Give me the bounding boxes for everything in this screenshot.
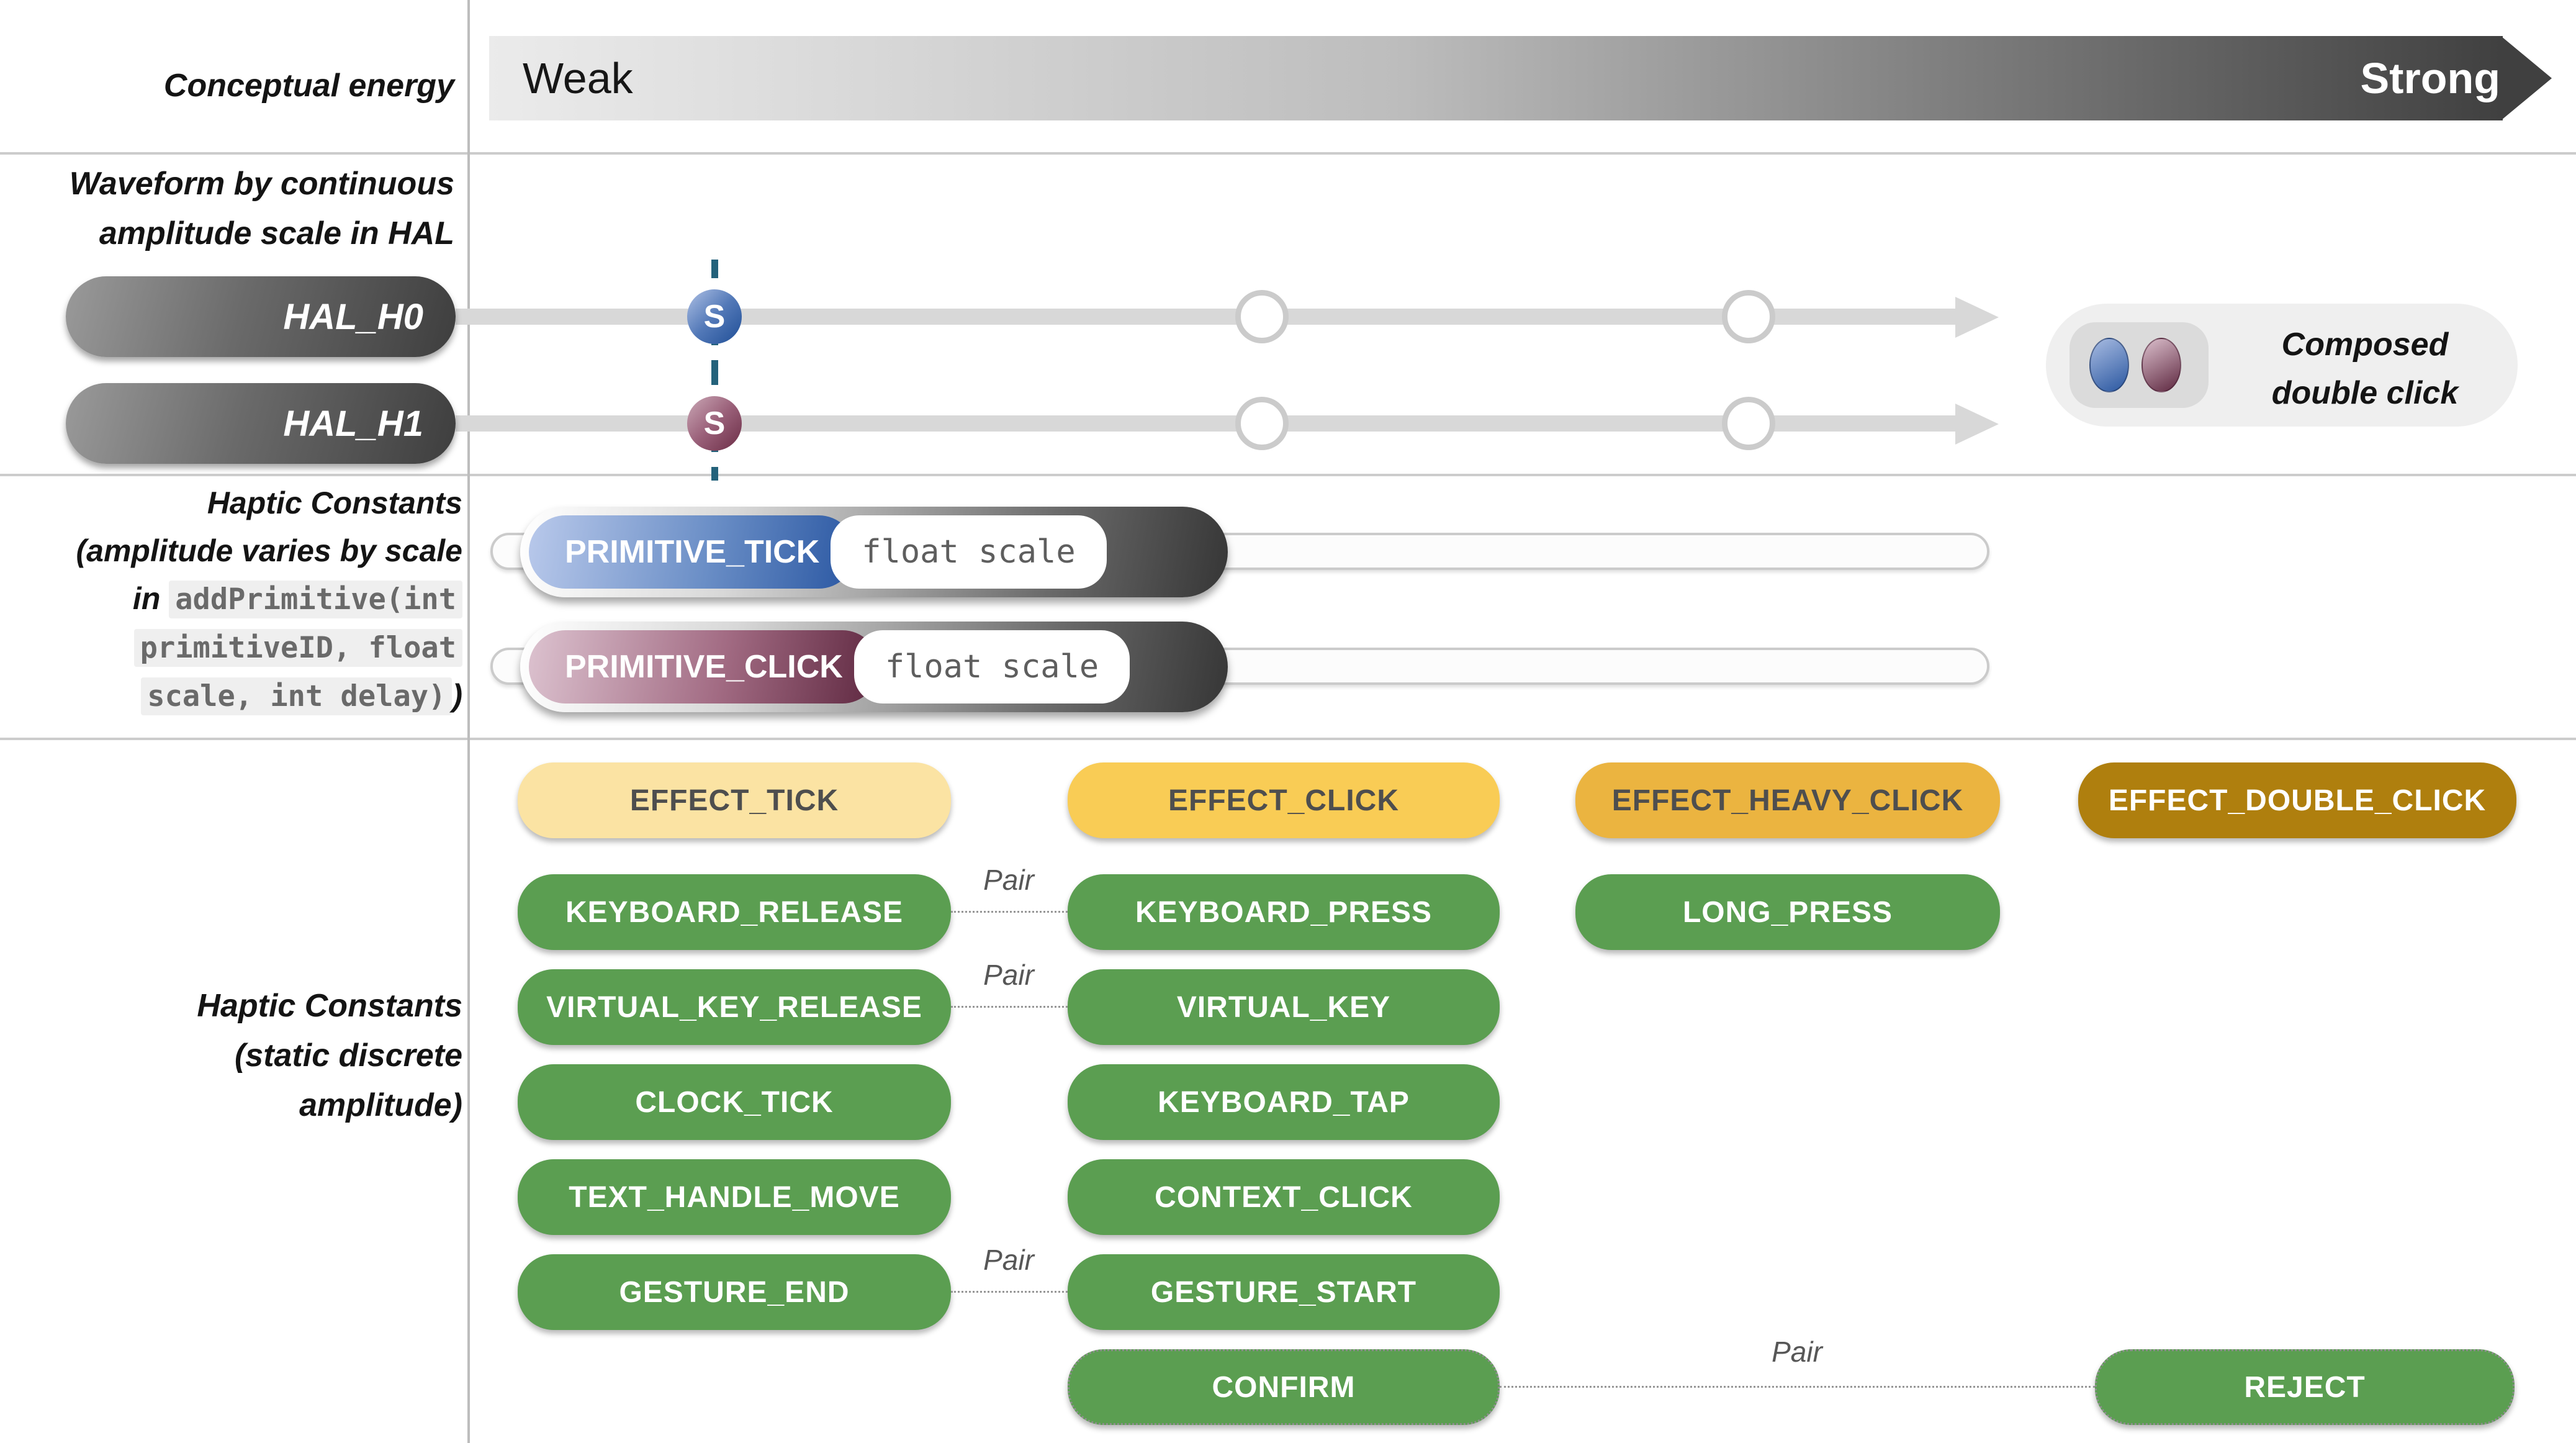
hal-h1-arrowhead-icon xyxy=(1955,404,1999,445)
pill-effect-heavy-click: EFFECT_HEAVY_CLICK xyxy=(1575,762,2000,838)
hal-h1-pill: HAL_H1 xyxy=(66,383,456,464)
hal-h1-step-circle-1 xyxy=(1235,397,1289,450)
hal-h1-scale-marker: S xyxy=(687,396,742,451)
section-divider-2 xyxy=(0,474,2576,476)
hal-section-label-line1: Waveform by continuous xyxy=(69,166,454,202)
primitives-label-line5-plain: ) xyxy=(452,678,462,713)
column-divider xyxy=(467,0,470,1443)
conceptual-energy-label: Conceptual energy xyxy=(163,68,454,104)
pill-effect-double-click: EFFECT_DOUBLE_CLICK xyxy=(2078,762,2516,838)
primitives-label-line2: (amplitude varies by scale xyxy=(76,533,462,568)
energy-gradient-bar xyxy=(489,36,2503,120)
composed-legend-text: Composed double click xyxy=(2222,320,2508,417)
primitive-tick-pill: PRIMITIVE_TICK xyxy=(529,515,856,589)
pill-virtual-key: VIRTUAL_KEY xyxy=(1068,969,1500,1045)
pill-context-click: CONTEXT_CLICK xyxy=(1068,1159,1500,1235)
pair-line-keyboard xyxy=(951,911,1068,913)
pill-keyboard-press: KEYBOARD_PRESS xyxy=(1068,874,1500,950)
hal-h0-pill: HAL_H0 xyxy=(66,276,456,357)
hal-h1-step-circle-2 xyxy=(1722,397,1775,450)
primitive-tick-capsule: PRIMITIVE_TICK float scale xyxy=(520,507,1228,597)
composed-legend-line1: Composed xyxy=(2281,327,2449,363)
pill-virtual-key-release: VIRTUAL_KEY_RELEASE xyxy=(518,969,951,1045)
pair-line-confirm-reject xyxy=(1500,1386,2095,1388)
hal-section-label-line2: amplitude scale in HAL xyxy=(99,215,454,251)
pill-gesture-start: GESTURE_START xyxy=(1068,1254,1500,1330)
pair-label-gesture: Pair xyxy=(983,1244,1034,1276)
hal-section-label: Waveform by continuous amplitude scale i… xyxy=(0,159,454,258)
primitives-label-line3-code: addPrimitive(int xyxy=(169,581,462,618)
primitives-label-line3-plain: in xyxy=(132,581,169,616)
pill-clock-tick: CLOCK_TICK xyxy=(518,1064,951,1140)
pill-reject: REJECT xyxy=(2095,1349,2515,1425)
hal-h0-scale-marker: S xyxy=(687,289,742,344)
pill-gesture-end: GESTURE_END xyxy=(518,1254,951,1330)
primitives-label-line4: primitiveID, float xyxy=(0,623,462,672)
primitives-section-label: Haptic Constants (amplitude varies by sc… xyxy=(0,479,462,720)
primitives-label-line3: in addPrimitive(int xyxy=(0,575,462,623)
constants-label-line2: (static discrete xyxy=(234,1038,462,1074)
pair-line-gesture xyxy=(951,1291,1068,1293)
section-divider-3 xyxy=(0,738,2576,740)
primitive-click-param: float scale xyxy=(853,630,1130,703)
pill-effect-tick: EFFECT_TICK xyxy=(518,762,951,838)
constants-label-line3: amplitude) xyxy=(299,1087,462,1123)
section-divider-1 xyxy=(0,152,2576,155)
primitives-label-line1: Haptic Constants xyxy=(207,486,462,520)
composed-wine-oval-icon xyxy=(2141,338,2181,392)
primitives-label-line5-code: scale, int delay) xyxy=(141,677,453,715)
pill-effect-click: EFFECT_CLICK xyxy=(1068,762,1500,838)
composed-blue-oval-icon xyxy=(2089,338,2129,392)
pair-label-virtual-key: Pair xyxy=(983,959,1034,991)
pill-keyboard-tap: KEYBOARD_TAP xyxy=(1068,1064,1500,1140)
constants-label-line1: Haptic Constants xyxy=(197,988,462,1024)
pill-confirm: CONFIRM xyxy=(1068,1349,1500,1425)
primitive-click-capsule: PRIMITIVE_CLICK float scale xyxy=(520,622,1228,712)
hal-h0-step-circle-2 xyxy=(1722,290,1775,343)
constants-section-label: Haptic Constants (static discrete amplit… xyxy=(0,981,462,1130)
pill-keyboard-release: KEYBOARD_RELEASE xyxy=(518,874,951,950)
pair-line-virtual-key xyxy=(951,1006,1068,1008)
composed-legend-line2: double click xyxy=(2271,375,2459,411)
primitive-click-pill: PRIMITIVE_CLICK xyxy=(529,630,879,703)
primitives-label-line4-code: primitiveID, float xyxy=(133,629,462,667)
strong-label: Strong xyxy=(2360,54,2500,102)
pill-text-handle-move: TEXT_HANDLE_MOVE xyxy=(518,1159,951,1235)
energy-bar-arrowhead-icon xyxy=(2501,36,2552,120)
hal-h0-step-circle-1 xyxy=(1235,290,1289,343)
pill-long-press: LONG_PRESS xyxy=(1575,874,2000,950)
weak-label: Weak xyxy=(523,54,633,102)
pair-label-confirm-reject: Pair xyxy=(1772,1336,1822,1368)
primitives-label-line5: scale, int delay)) xyxy=(0,672,462,720)
primitive-tick-param: float scale xyxy=(831,515,1107,589)
hal-h0-arrowhead-icon xyxy=(1955,297,1999,338)
pair-label-keyboard: Pair xyxy=(983,864,1034,896)
